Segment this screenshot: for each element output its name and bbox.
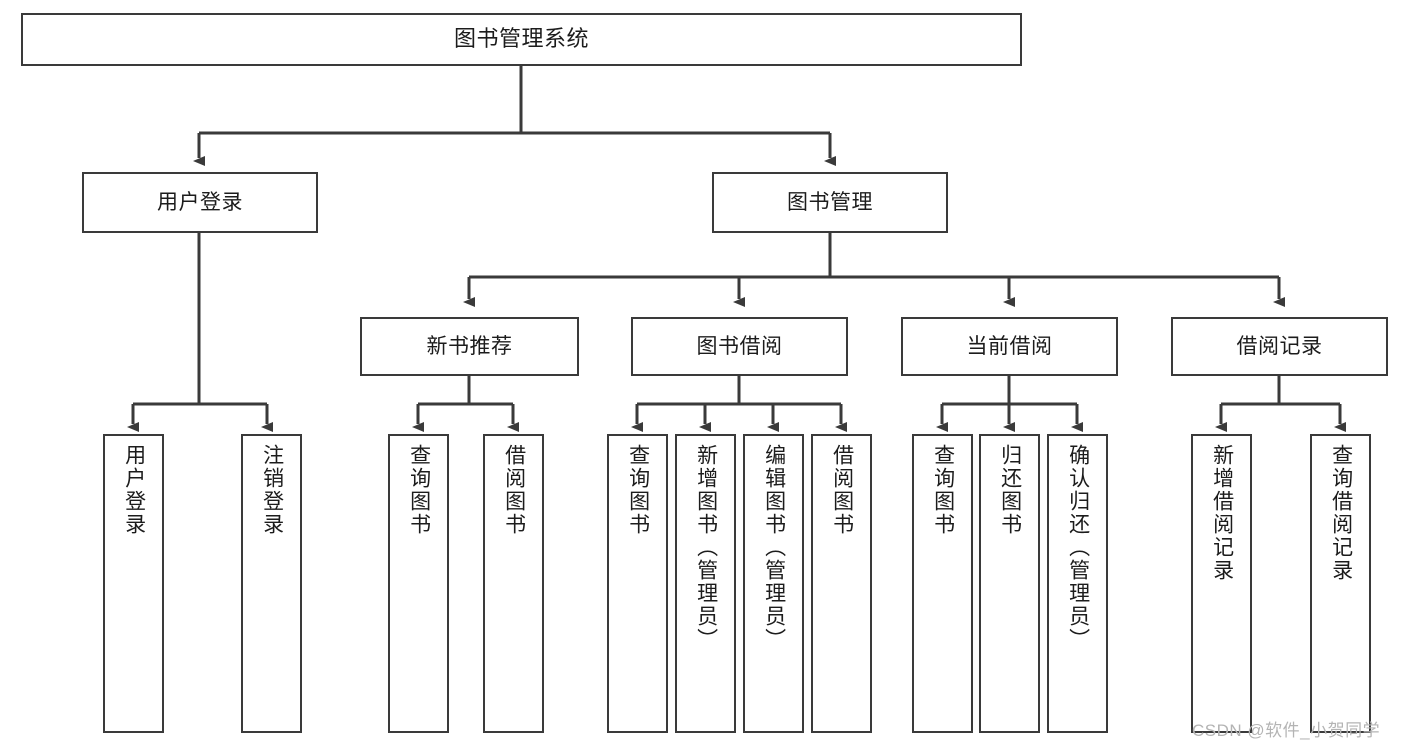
node-borrow-record[interactable]: 借阅记录 — [1171, 317, 1388, 376]
leaf-return-book-label: 归还图书 — [998, 444, 1022, 536]
leaf-borrow-book-2[interactable]: 借阅图书 — [811, 434, 872, 733]
leaf-confirm-return[interactable]: 确认归还（管理员） — [1047, 434, 1108, 733]
leaf-user-login[interactable]: 用户登录 — [103, 434, 164, 733]
node-book-manage-label: 图书管理 — [787, 190, 873, 214]
leaf-query-book-2-label: 查询图书 — [626, 444, 650, 536]
leaf-query-book-2[interactable]: 查询图书 — [607, 434, 668, 733]
leaf-confirm-return-label: 确认归还（管理员） — [1066, 444, 1090, 651]
leaf-add-record-label: 新增借阅记录 — [1210, 444, 1234, 582]
leaf-edit-book[interactable]: 编辑图书（管理员） — [743, 434, 804, 733]
node-new-book-recommend-label: 新书推荐 — [426, 334, 513, 358]
leaf-return-book[interactable]: 归还图书 — [979, 434, 1040, 733]
leaf-borrow-book-1[interactable]: 借阅图书 — [483, 434, 544, 733]
node-book-borrow[interactable]: 图书借阅 — [631, 317, 848, 376]
node-book-borrow-label: 图书借阅 — [696, 334, 783, 358]
node-current-borrow[interactable]: 当前借阅 — [901, 317, 1118, 376]
leaf-add-record[interactable]: 新增借阅记录 — [1191, 434, 1252, 733]
leaf-add-book[interactable]: 新增图书（管理员） — [675, 434, 736, 733]
leaf-user-logout[interactable]: 注销登录 — [241, 434, 302, 733]
node-user-login[interactable]: 用户登录 — [82, 172, 318, 233]
leaf-query-record[interactable]: 查询借阅记录 — [1310, 434, 1371, 733]
leaf-query-book-3-label: 查询图书 — [931, 444, 955, 536]
leaf-add-book-label: 新增图书（管理员） — [694, 444, 718, 651]
leaf-user-logout-label: 注销登录 — [260, 444, 284, 536]
csdn-watermark: CSDN @软件_小贺同学 — [1192, 721, 1381, 740]
leaf-edit-book-label: 编辑图书（管理员） — [762, 444, 786, 651]
leaf-borrow-book-1-label: 借阅图书 — [502, 444, 526, 536]
node-root-label: 图书管理系统 — [453, 26, 589, 52]
node-book-manage[interactable]: 图书管理 — [712, 172, 948, 233]
node-current-borrow-label: 当前借阅 — [966, 334, 1053, 358]
node-new-book-recommend[interactable]: 新书推荐 — [360, 317, 579, 376]
node-borrow-record-label: 借阅记录 — [1236, 334, 1323, 358]
leaf-user-login-label: 用户登录 — [122, 444, 146, 536]
node-user-login-label: 用户登录 — [157, 190, 243, 214]
leaf-query-book-3[interactable]: 查询图书 — [912, 434, 973, 733]
leaf-borrow-book-2-label: 借阅图书 — [830, 444, 854, 536]
leaf-query-record-label: 查询借阅记录 — [1329, 444, 1353, 582]
leaf-query-book-1-label: 查询图书 — [407, 444, 431, 536]
node-root[interactable]: 图书管理系统 — [21, 13, 1022, 66]
leaf-query-book-1[interactable]: 查询图书 — [388, 434, 449, 733]
